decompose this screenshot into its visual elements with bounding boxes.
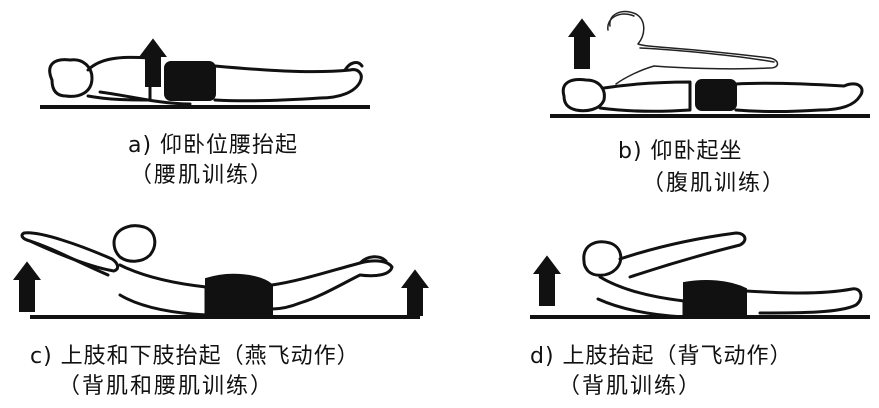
subcaption-b: （腹肌训练） [642,170,786,198]
up-arrow-icon [15,263,39,311]
abdomen-shaded [696,80,736,110]
panel-d: d) 上肢抬起（背飞动作） （背肌训练） [460,205,879,408]
up-arrow-icon [403,271,427,315]
caption-b: b) 仰卧起坐 [618,138,743,166]
caption-a: a) 仰卧位腰抬起 [128,132,298,160]
panel-c: c) 上肢和下肢抬起（燕飞动作） （背肌和腰肌训练） [0,205,460,408]
caption-d: d) 上肢抬起（背飞动作） [530,343,793,371]
subcaption-c: （背肌和腰肌训练） [58,373,274,401]
up-arrow-icon [570,20,594,68]
panel-a: a) 仰卧位腰抬起 （腰肌训练） [0,0,440,200]
hips-shaded [165,62,215,100]
caption-c: c) 上肢和下肢抬起（燕飞动作） [30,343,360,371]
up-arrow-icon [535,257,559,305]
lower-back-shaded [206,275,272,317]
up-arrow-icon [141,40,165,86]
back-shaded [684,281,746,315]
subcaption-d: （背肌训练） [558,373,702,401]
panel-b: b) 仰卧起坐 （腹肌训练） [440,0,879,205]
subcaption-a: （腰肌训练） [130,162,274,190]
